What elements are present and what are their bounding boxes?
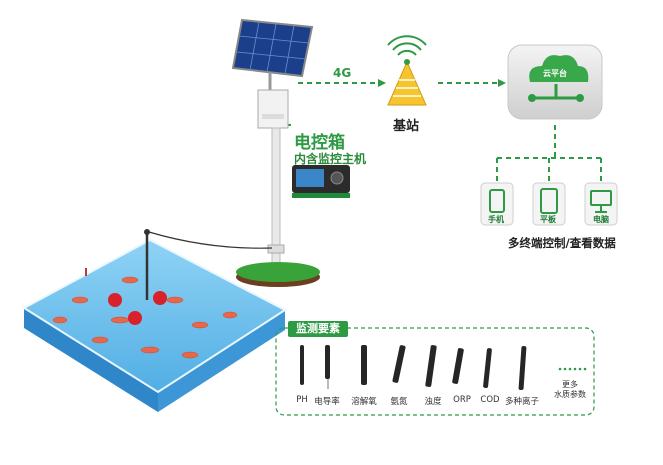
control-box (257, 89, 289, 269)
base-station-tower (387, 35, 427, 106)
more-parameters-label: 更多 水质参数 (545, 380, 595, 400)
monitoring-host (292, 165, 350, 198)
more-line-2: 水质参数 (554, 390, 586, 399)
arrow-to-cloud (498, 79, 506, 87)
terminals-caption: 多终端控制/查看数据 (508, 236, 616, 250)
terminal-devices (480, 182, 618, 226)
sensor-label-ph: PH (296, 395, 308, 405)
sensor-label-cod: COD (480, 395, 500, 405)
tablet-label: 平板 (540, 215, 556, 224)
sensor-probes (300, 345, 587, 391)
cloud-platform-label: 云平台 (543, 69, 567, 78)
arrow-to-station (378, 79, 386, 87)
4g-link-label: 4G (333, 66, 352, 80)
aquaculture-pool (22, 229, 287, 412)
sensor-label-dissolved-oxygen: 溶解氧 (351, 397, 377, 407)
sensor-label-conductivity: 电导率 (314, 397, 340, 407)
phone-label: 手机 (488, 215, 504, 224)
computer-label: 电脑 (593, 215, 609, 224)
pole-base (236, 262, 320, 287)
sensor-label-ammonia: 氨氮 (390, 397, 408, 407)
more-line-1: 更多 (562, 380, 578, 389)
cloud-platform (507, 44, 603, 120)
sensor-label-ions: 多种离子 (504, 397, 539, 407)
base-station-label: 基站 (393, 119, 420, 134)
monitoring-panel-border (275, 327, 595, 416)
control-box-title: 电控箱 (294, 133, 345, 153)
control-box-subtitle: 内含监控主机 (294, 152, 367, 166)
sensor-label-orp: ORP (453, 395, 471, 405)
solar-panel (231, 18, 314, 92)
sensor-label-turbidity: 浊度 (424, 397, 442, 407)
monitoring-panel-title: 监测要素 (288, 321, 348, 337)
